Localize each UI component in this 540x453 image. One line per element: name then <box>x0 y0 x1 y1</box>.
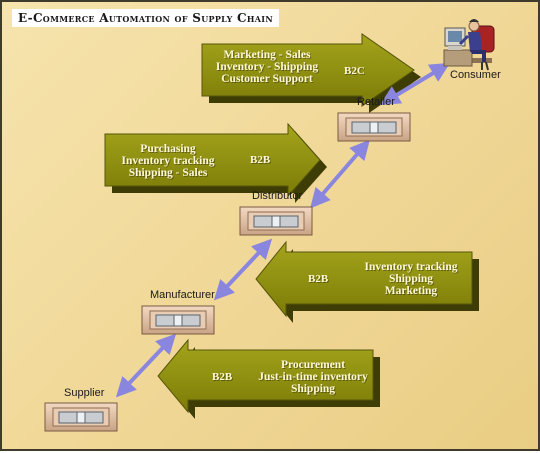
b2b-manufacturer-activity-line: Shipping <box>388 273 434 285</box>
b2c-activity-line: Customer Support <box>221 73 313 85</box>
b2b-manufacturer-activities: Inventory tracking Shipping Marketing <box>354 261 468 297</box>
connector-retailer-consumer <box>379 62 451 106</box>
b2b-supplier-activity-line: Shipping <box>290 383 336 395</box>
b2c-arrow <box>201 33 421 113</box>
supplier-label: Supplier <box>64 387 105 399</box>
b2b-supplier-arrow <box>157 338 380 419</box>
b2b-manufacturer-activity-line: Marketing <box>384 285 438 297</box>
b2b-distributor-activity-line: Purchasing <box>140 143 196 155</box>
retailer-label: Retailer <box>357 96 395 108</box>
manufacturer-label: Manufacturer <box>150 289 215 301</box>
b2b-manufacturer-activity-line: Inventory tracking <box>364 261 458 273</box>
b2c-activity-line: Inventory - Shipping <box>215 61 319 73</box>
b2c-activity-line: Marketing - Sales <box>223 49 311 61</box>
connector-distributor-retailer <box>310 139 370 209</box>
b2b-distributor-activity-line: Inventory tracking <box>121 155 215 167</box>
supplier-building-icon <box>44 402 118 432</box>
b2b-distributor-tag: B2B <box>250 154 271 166</box>
consumer-label: Consumer <box>450 69 501 81</box>
b2c-tag: B2C <box>344 65 365 77</box>
distributor-building-icon <box>239 206 313 236</box>
connector-manufacturer-distributor <box>213 238 273 301</box>
connector-supplier-manufacturer <box>115 333 177 398</box>
b2b-supplier-activity-line: Procurement <box>280 359 346 371</box>
b2b-supplier-activity-line: Just-in-time inventory <box>258 371 368 383</box>
b2b-supplier-tag: B2B <box>212 371 233 383</box>
b2c-activities: Marketing - Sales Inventory - Shipping C… <box>207 49 327 85</box>
diagram-title: E-Commerce Automation of Supply Chain <box>12 9 279 27</box>
b2b-manufacturer-tag: B2B <box>308 273 329 285</box>
b2b-distributor-arrow <box>104 122 327 203</box>
consumer-computer-icon <box>443 19 495 71</box>
manufacturer-building-icon <box>141 305 215 335</box>
retailer-building-icon <box>337 112 411 142</box>
b2b-supplier-activities: Procurement Just-in-time inventory Shipp… <box>254 359 372 395</box>
b2b-distributor-activities: Purchasing Inventory tracking Shipping -… <box>112 143 224 179</box>
distributor-label: Distributor <box>252 190 303 202</box>
b2b-manufacturer-arrow <box>255 240 479 323</box>
b2b-distributor-activity-line: Shipping - Sales <box>128 167 208 179</box>
